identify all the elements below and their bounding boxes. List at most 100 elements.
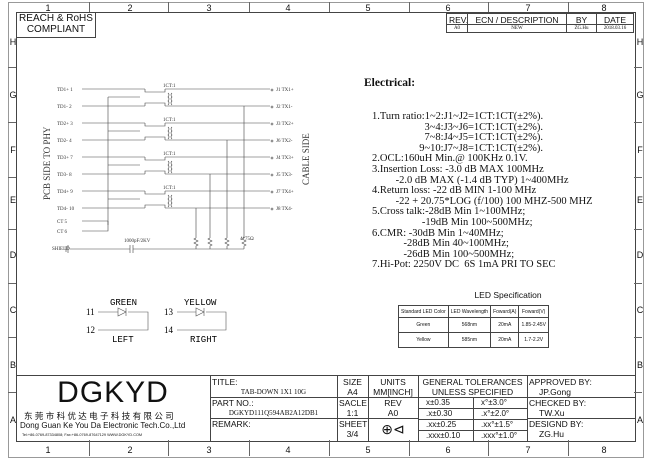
- part-value: DGKYD111Q594AB2A12DB1: [228, 409, 319, 417]
- resistor: [193, 208, 199, 249]
- electrical-line: 3.Insertion Loss: -3.0 dB MAX 100MHz: [372, 163, 544, 175]
- row-letter: B: [9, 360, 16, 370]
- column-number: 2: [127, 3, 133, 13]
- grid-tick: [89, 2, 90, 12]
- company-name-cn: 东 莞 市 科 优 达 电 子 科 技 有 限 公 司: [24, 411, 174, 421]
- pin-right-terminal: [270, 173, 274, 177]
- grid-tick: [329, 440, 330, 456]
- checked-value: TW.Xu: [539, 408, 565, 418]
- rev-label: REV: [384, 398, 402, 408]
- pin-left-label: TD3- 8: [57, 173, 72, 178]
- electrical-line: -22 + 20.75*LOG (f/100) 100 MHZ-500 MHZ: [372, 195, 593, 207]
- grid-tick: [89, 440, 90, 456]
- column-number: 1: [45, 445, 51, 455]
- grid-tick: [634, 337, 642, 338]
- column-number: 4: [285, 445, 291, 455]
- pin-left-label: TD4+ 9: [57, 190, 73, 195]
- electrical-line: 5.Cross talk:-28dB Min 1~100MHz;: [372, 206, 526, 218]
- pin-left-label: CT 5: [57, 220, 68, 225]
- electrical-line: 2.OCL:160uH Min.@ 100KHz 0.1V.: [372, 153, 528, 165]
- electrical-line: 7~8:J4~J5=1CT:1CT(±2%).: [372, 132, 543, 144]
- approved-label: APPROVED BY:: [529, 377, 592, 387]
- led-green-label: GREEN: [110, 298, 137, 308]
- pin-right-terminal: [270, 105, 274, 109]
- row-letter: H: [636, 37, 644, 47]
- grid-tick: [8, 229, 16, 230]
- common-mode-choke: [144, 191, 166, 208]
- pin-right-terminal: [270, 156, 274, 160]
- tolerance-value: .xxx°±1.0°: [473, 430, 528, 442]
- electrical-line: 6.CMR: -30dB Min 1~40MHz;: [372, 227, 504, 239]
- pin-left-label: TD1+ 1: [57, 88, 73, 93]
- grid-tick: [8, 337, 16, 338]
- column-number: 3: [206, 445, 212, 455]
- checked-label: CHECKED BY:: [529, 398, 587, 408]
- resistor: [241, 106, 247, 249]
- common-mode-choke: [144, 89, 166, 106]
- column-number: 7: [525, 3, 531, 13]
- part-label: PART NO.:: [212, 398, 254, 408]
- title-block: DGKYD 东 莞 市 科 优 达 电 子 科 技 有 限 公 司 Dong G…: [16, 375, 635, 442]
- column-number: 3: [206, 3, 212, 13]
- electrical-line: -28dB Min 40~100MHz;: [372, 238, 509, 250]
- scale-label: SACLE: [339, 398, 367, 408]
- pin-right-label: J2 TX1-: [276, 105, 293, 110]
- capacitor-label: 1000pF/2KV: [124, 239, 151, 244]
- grid-tick: [568, 2, 569, 12]
- company-logo: DGKYD: [57, 376, 169, 409]
- grid-tick: [249, 2, 250, 12]
- sheet-value: 3/4: [346, 429, 359, 439]
- shield-line: [70, 245, 244, 253]
- shield-label: SHIELD: [52, 247, 70, 252]
- pin-left-label: TD2+ 3: [57, 122, 73, 127]
- resistor: [207, 174, 213, 249]
- row-letter: B: [636, 360, 643, 370]
- pin-right-label: J1 TX1+: [276, 88, 294, 93]
- row-letter: C: [636, 305, 644, 315]
- transformer: [167, 92, 173, 106]
- part-cell: PART NO.:DGKYD111Q594AB2A12DB1: [210, 397, 338, 419]
- pin-right-label: J4 TX3+: [276, 156, 294, 161]
- ground-icon: [65, 245, 69, 253]
- cable-side-label: CABLE SIDE: [301, 133, 311, 185]
- led-pin-13: 13: [164, 307, 174, 317]
- led-spec-cell: 1.7-2.2V: [518, 332, 549, 348]
- pcb-side-label: PCB SIDE TO PHY: [42, 126, 52, 200]
- size-value: A4: [347, 387, 358, 397]
- tol-title2: UNLESS SPECIFIED: [431, 387, 514, 397]
- electrical-title: Electrical:: [364, 77, 416, 90]
- company-block: DGKYD 东 莞 市 科 优 达 电 子 科 技 有 限 公 司 Dong G…: [16, 376, 211, 441]
- grid-tick: [634, 122, 642, 123]
- pin-right-terminal: [270, 207, 274, 211]
- column-number: 8: [601, 445, 607, 455]
- compliance-line1: REACH & RoHS: [19, 13, 93, 24]
- grid-tick: [634, 229, 642, 230]
- row-letter: E: [9, 195, 16, 205]
- company-name-en: Dong Guan Ke You Da Electronic Tech.Co.,…: [20, 421, 186, 430]
- resistor-label: 4*75Ω: [240, 237, 254, 242]
- electrical-line: -19dB Min 100~500MHz;: [372, 216, 533, 228]
- inner-frame: [16, 12, 636, 442]
- tolerance-value: .xxx±0.10: [418, 430, 474, 442]
- led-spec-cell: 20mA: [490, 332, 520, 348]
- row-letter: D: [636, 250, 644, 260]
- electrical-line: 1.Turn ratio:1~2:J1~J2=1CT:1CT(±2%).: [372, 110, 544, 122]
- date-value: 2018.03.16: [596, 24, 634, 33]
- remark-cell: REMARK:: [210, 418, 338, 441]
- row-letter: C: [9, 305, 17, 315]
- designed-cell: DESIGND BY:ZG.Hu: [527, 418, 635, 441]
- led-spec-header: Foward(V): [518, 305, 549, 318]
- transformer-label: 1CT:1: [163, 118, 176, 123]
- electrical-line: 4.Return loss: -22 dB MIN 1-100 MHz: [372, 185, 537, 197]
- pin-right-label: J6 TX2-: [276, 139, 293, 144]
- approved-value: JP.Gong: [539, 387, 571, 397]
- electrical-line: 3~4:J3~J6=1CT:1CT(±2%).: [372, 121, 543, 133]
- grid-tick: [8, 392, 16, 393]
- pin-right-label: J5 TX3-: [276, 173, 293, 178]
- column-number: 5: [365, 3, 371, 13]
